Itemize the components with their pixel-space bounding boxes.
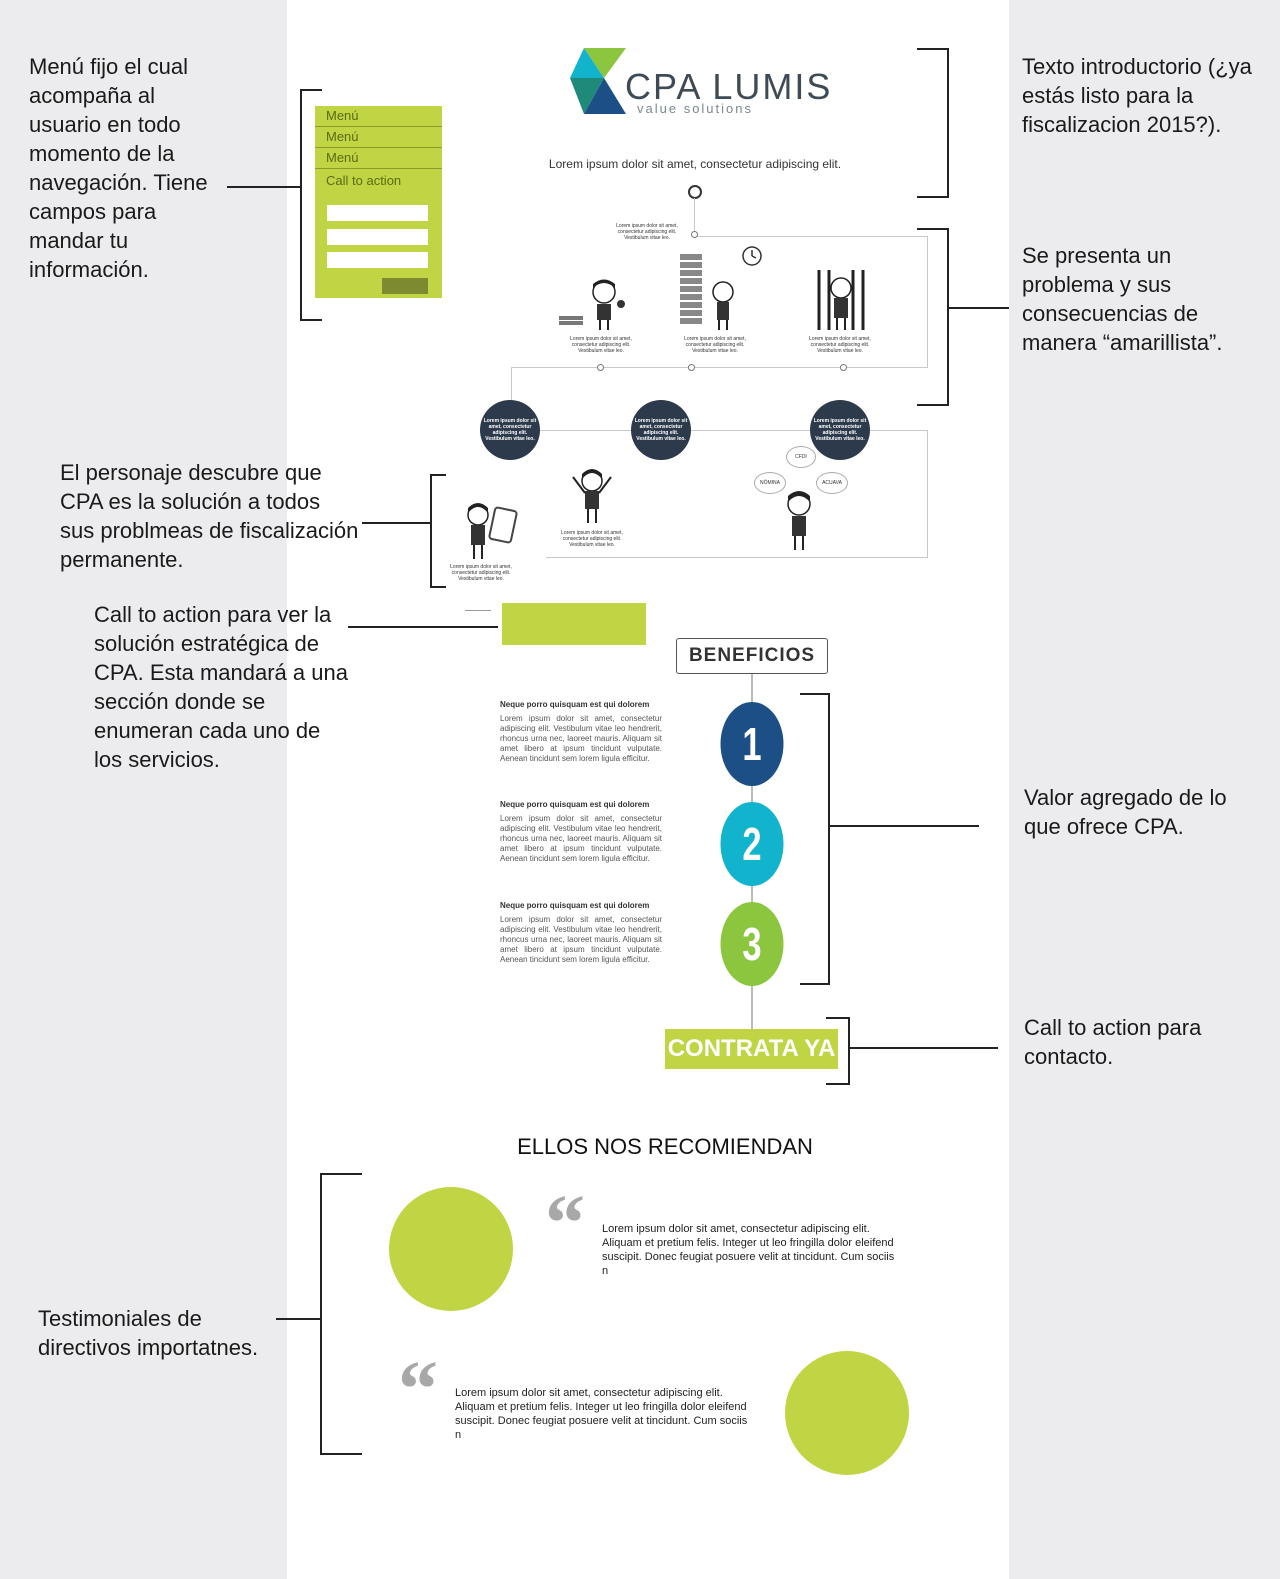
leader-cta-solution — [348, 626, 498, 628]
menu-field-1[interactable] — [327, 205, 428, 221]
bracket-menu — [300, 89, 322, 321]
caption-2: Lorem ipsum dolor sit amet, consectetur … — [684, 336, 746, 354]
benefit-body-3: Lorem ipsum dolor sit amet, consectetur … — [500, 915, 662, 964]
thought-cloud-3: ACUAVA — [816, 472, 848, 494]
annotation-value: Valor agregado de lo que ofrece CPA. — [1024, 785, 1227, 839]
character-jail-icon — [817, 270, 865, 330]
bracket-intro — [917, 48, 949, 198]
thought-cloud-1: CFDI — [786, 446, 816, 468]
menu-submit-button[interactable] — [382, 278, 428, 294]
node-top-icon — [691, 231, 698, 238]
menu-call-to-action[interactable]: Call to action — [326, 173, 402, 188]
character-happy-icon — [572, 469, 612, 523]
caption-4: Lorem ipsum dolor sit amet, consectetur … — [450, 564, 512, 582]
benefit-heading-2: Neque porro quisquam est qui dolorem — [500, 800, 650, 809]
character-tablet-icon — [467, 503, 518, 559]
testimonial-avatar-2 — [785, 1351, 909, 1475]
logo-name: CPA LUMIS — [625, 66, 833, 107]
panel2-bottom-line — [546, 557, 928, 558]
leader-contact — [848, 1047, 998, 1049]
menu-item-2[interactable]: Menú — [315, 127, 442, 148]
panel1-right-line — [927, 236, 928, 368]
testimonial-text-2: Lorem ipsum dolor sit amet, consectetur … — [455, 1387, 748, 1441]
caption-5: Lorem ipsum dolor sit amet, consectetur … — [561, 530, 623, 548]
annotation-cta-solution: Call to action para ver la solución estr… — [94, 602, 348, 772]
leader-value — [828, 825, 979, 827]
bracket-problem — [917, 228, 949, 406]
quote-mark-2-icon: “ — [398, 1346, 438, 1434]
benefit-number-1: 1 — [720, 702, 784, 786]
panel1-bottom-line — [511, 367, 928, 368]
node-a-icon — [597, 364, 604, 371]
testimonial-avatar-1 — [389, 1187, 513, 1311]
problem-circle-3: Lorem ipsum dolor sit amet, consectetur … — [810, 400, 870, 460]
panel1-left-drop — [511, 367, 512, 407]
annotation-menu: Menú fijo el cual acompaña al usuario en… — [29, 54, 208, 282]
problem-circle-2: Lorem ipsum dolor sit amet, consectetur … — [631, 400, 691, 460]
caption-top: Lorem ipsum dolor sit amet, consectetur … — [616, 223, 678, 241]
intro-text: Lorem ipsum dolor sit amet, consectetur … — [548, 157, 842, 171]
benefit-body-2: Lorem ipsum dolor sit amet, consectetur … — [500, 814, 662, 863]
character-thinking-icon — [787, 491, 811, 550]
circles-line — [511, 430, 928, 431]
leader-cta-solution-short — [465, 610, 491, 611]
annotation-problem: Se presenta un problema y sus consecuenc… — [1022, 243, 1223, 355]
panel2-right-line — [927, 430, 928, 558]
logo-mark-icon — [570, 48, 626, 114]
testimonials-title: ELLOS NOS RECOMIENDAN — [517, 1134, 813, 1159]
bracket-testimonials — [320, 1173, 362, 1455]
bracket-value — [800, 693, 830, 985]
benefit-heading-3: Neque porro quisquam est qui dolorem — [500, 901, 650, 910]
benefit-number-3: 3 — [720, 902, 784, 986]
bracket-discovery — [430, 474, 446, 588]
leader-problem — [947, 307, 1009, 309]
fixed-menu: Menú Menú Menú Call to action — [315, 106, 442, 298]
menu-item-1[interactable]: Menú — [315, 106, 442, 127]
caption-3: Lorem ipsum dolor sit amet, consectetur … — [809, 336, 871, 354]
benefit-number-2: 2 — [720, 802, 784, 886]
problem-circle-1: Lorem ipsum dolor sit amet, consectetur … — [480, 400, 540, 460]
leader-discovery — [362, 522, 430, 524]
annotation-cta-contact: Call to action para contacto. — [1024, 1015, 1202, 1069]
panel1-top-line — [694, 236, 928, 237]
caption-1: Lorem ipsum dolor sit amet, consectetur … — [570, 336, 632, 354]
thought-cloud-2: NÓMINA — [754, 472, 786, 494]
benefit-body-1: Lorem ipsum dolor sit amet, consectetur … — [500, 714, 662, 763]
menu-item-3[interactable]: Menú — [315, 148, 442, 169]
node-c-icon — [840, 364, 847, 371]
annotation-intro: Texto introductorio (¿ya estás listo par… — [1022, 54, 1252, 137]
leader-menu — [227, 186, 300, 188]
benefit-heading-1: Neque porro quisquam est qui dolorem — [500, 700, 650, 709]
character-stressed-icon — [680, 246, 762, 330]
menu-field-2[interactable] — [327, 229, 428, 245]
benefits-title: BENEFICIOS — [676, 638, 828, 674]
logo-tagline: value solutions — [637, 101, 753, 116]
node-b-icon — [688, 364, 695, 371]
character-money-icon — [559, 279, 625, 330]
cta-solution-button[interactable] — [502, 603, 646, 645]
bracket-contact — [826, 1017, 850, 1085]
quote-mark-1-icon: “ — [545, 1180, 585, 1268]
leader-testimonials — [276, 1318, 320, 1320]
annotation-discovery: El personaje descubre que CPA es la solu… — [60, 460, 359, 572]
menu-field-3[interactable] — [327, 252, 428, 268]
annotation-testimonials: Testimoniales de directivos importatnes. — [38, 1306, 259, 1360]
timeline-node-icon — [688, 185, 702, 199]
contrata-ya-button[interactable]: CONTRATA YA — [665, 1029, 838, 1069]
testimonial-text-1: Lorem ipsum dolor sit amet, consectetur … — [602, 1223, 895, 1277]
timeline-line — [694, 198, 695, 236]
